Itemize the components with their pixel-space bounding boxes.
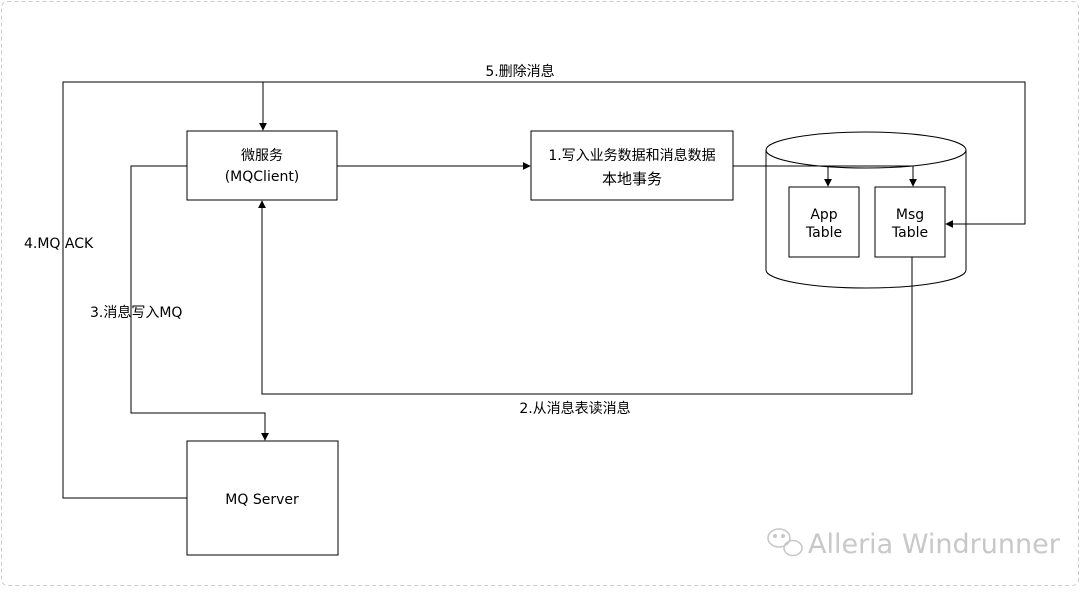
microservice-sublabel: (MQClient) [225,169,300,185]
edge-write-mq [130,165,269,441]
edge-mq-ack [62,81,1026,499]
edge-delete-msg-label: 5.删除消息 [485,63,554,80]
mq-server-label: MQ Server [225,492,299,508]
edge-write-mq-label: 3.消息写入MQ [90,304,182,321]
msg-table-label: Msg [896,207,924,223]
local-transaction-node: 1.写入业务数据和消息数据 本地事务 [530,130,734,201]
watermark: Alleria Windrunner [767,528,1061,560]
app-table-sublabel: Table [805,225,842,241]
app-table-node: App Table [788,186,860,258]
watermark-text: Alleria Windrunner [808,529,1061,560]
msg-table-sublabel: Table [891,225,928,241]
edge-read-msg-table-label: 2.从消息表读消息 [519,400,630,417]
edge-to-msg-table [828,165,917,187]
local-transaction-label: 1.写入业务数据和消息数据 [548,147,715,164]
wechat-icon [767,528,803,557]
msg-table-node: Msg Table [874,186,946,258]
microservice-node: 微服务 (MQClient) [186,130,338,201]
app-table-label: App [810,207,837,223]
microservice-label: 微服务 [241,148,283,164]
mq-server-node: MQ Server [186,440,339,556]
local-transaction-sublabel: 本地事务 [602,170,662,188]
edge-read-msg-table [258,200,913,395]
edge-mq-ack-label: 4.MQ ACK [24,236,94,252]
